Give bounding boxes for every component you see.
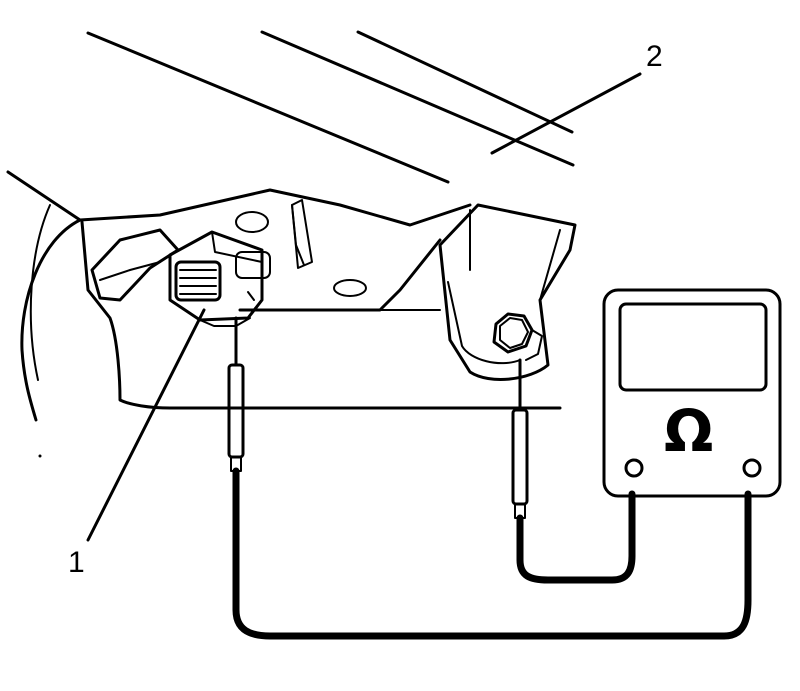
ohmmeter <box>602 288 782 498</box>
callout-label-1: 1 <box>68 546 85 579</box>
probe-right <box>511 358 529 519</box>
test-lead-right <box>516 490 636 584</box>
body-outline-left <box>6 170 82 422</box>
leader-line-1 <box>86 308 206 542</box>
ohm-symbol: Ω <box>664 397 714 465</box>
callout-label-2: 2 <box>646 40 663 73</box>
bolt <box>492 312 543 361</box>
test-lead-left <box>232 467 752 640</box>
leader-line-2 <box>490 72 642 155</box>
switch-assembly <box>90 228 271 327</box>
body-panel-lines <box>86 30 575 184</box>
probe-left <box>227 316 245 472</box>
body-outline-inner <box>29 204 51 381</box>
speck <box>38 454 42 458</box>
ground-bracket <box>438 203 577 381</box>
frame-underside <box>78 188 562 410</box>
